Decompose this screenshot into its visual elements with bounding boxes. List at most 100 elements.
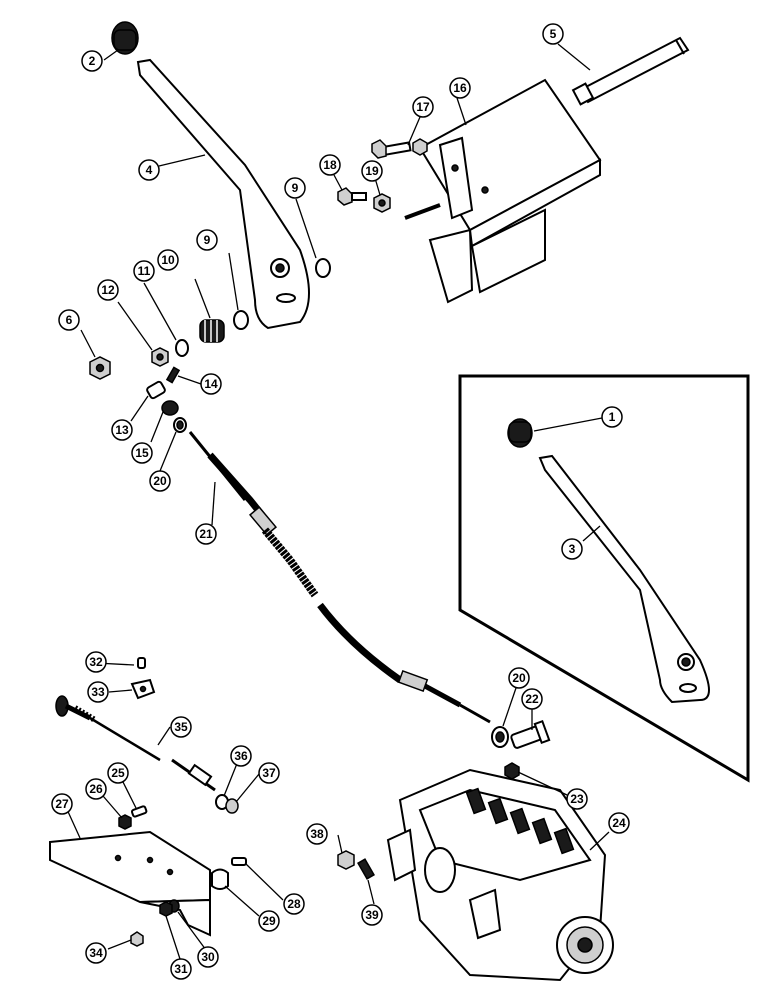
callout-label: 22 (525, 692, 539, 706)
nut-part-19a (412, 138, 428, 156)
callout-37: 37 (258, 762, 280, 784)
callout-38: 38 (306, 823, 328, 845)
callout-label: 34 (89, 946, 103, 960)
callout-16: 16 (449, 77, 471, 99)
nut-part-34 (130, 931, 144, 947)
clip-part-33 (130, 678, 156, 700)
washer-part-9a (315, 258, 331, 278)
spring-part-10 (199, 319, 225, 343)
nut-part-38 (337, 850, 355, 870)
callout-17: 17 (412, 96, 434, 118)
callout-label: 6 (66, 313, 73, 327)
callout-29: 29 (258, 910, 280, 932)
callout-label: 39 (365, 908, 379, 922)
rod-part-5 (571, 36, 690, 106)
callout-34: 34 (85, 942, 107, 964)
callout-36: 36 (230, 745, 252, 767)
knob-part-2 (111, 21, 139, 55)
callout-label: 9 (292, 181, 299, 195)
callout-label: 18 (323, 158, 337, 172)
callout-1: 1 (601, 406, 623, 428)
washer-part-37 (215, 794, 239, 814)
callout-9a: 9 (284, 177, 306, 199)
callout-label: 1 (609, 410, 616, 424)
callout-label: 13 (115, 423, 129, 437)
nut-part-15 (161, 400, 179, 416)
callout-24: 24 (608, 812, 630, 834)
callout-22: 22 (521, 688, 543, 710)
callout-label: 38 (310, 827, 324, 841)
callout-label: 30 (201, 950, 215, 964)
callout-10: 10 (157, 249, 179, 271)
callout-9b: 9 (196, 229, 218, 251)
callout-label: 14 (204, 377, 218, 391)
control-cable-part-21 (188, 431, 491, 724)
callout-26: 26 (85, 778, 107, 800)
nut-part-20a (173, 417, 187, 433)
callout-label: 9 (204, 233, 211, 247)
callout-label: 35 (174, 720, 188, 734)
callout-18: 18 (319, 154, 341, 176)
hand-lever-part-3 (538, 454, 710, 704)
callout-23: 23 (566, 788, 588, 810)
nut-part-31 (159, 901, 173, 917)
callout-label: 24 (612, 816, 626, 830)
bolt-part-17 (371, 139, 412, 159)
callout-label: 17 (416, 100, 430, 114)
inset-box (458, 374, 750, 783)
washer-part-11 (175, 339, 189, 357)
callout-label: 33 (91, 685, 105, 699)
callout-label: 37 (262, 766, 276, 780)
callout-label: 19 (365, 164, 379, 178)
callout-label: 4 (146, 163, 153, 177)
washer-part-9b (233, 310, 249, 330)
swivel-part-13 (146, 380, 166, 400)
callout-label: 2 (89, 54, 96, 68)
bolt-part-25 (130, 805, 148, 818)
callout-15: 15 (131, 442, 153, 464)
tee-fitting-part-22 (510, 719, 551, 749)
callout-label: 15 (135, 446, 149, 460)
callout-28: 28 (283, 893, 305, 915)
callout-3: 3 (561, 538, 583, 560)
callout-label: 36 (234, 749, 248, 763)
mounting-bracket-part-27 (49, 830, 211, 937)
callout-label: 16 (453, 81, 467, 95)
callout-label: 20 (512, 671, 526, 685)
callout-35: 35 (170, 716, 192, 738)
callout-label: 3 (569, 542, 576, 556)
callout-25: 25 (107, 762, 129, 784)
callout-5: 5 (542, 23, 564, 45)
knob-part-1 (507, 418, 533, 448)
nut-part-23 (504, 762, 520, 780)
callout-label: 5 (550, 27, 557, 41)
callout-12: 12 (97, 279, 119, 301)
injection-pump-part-24 (386, 768, 614, 982)
callout-label: 11 (138, 264, 151, 278)
callout-label: 26 (89, 782, 103, 796)
callout-27: 27 (51, 793, 73, 815)
callout-label: 23 (570, 792, 584, 806)
bracket-part-16 (404, 78, 602, 304)
callout-label: 20 (153, 474, 167, 488)
callout-32: 32 (85, 651, 107, 673)
callout-20a: 20 (149, 470, 171, 492)
link-part-36 (171, 758, 216, 792)
callout-11: 11 (133, 260, 155, 282)
bolt-part-18 (337, 187, 367, 206)
callout-label: 25 (111, 766, 125, 780)
callout-20b: 20 (508, 667, 530, 689)
callout-label: 10 (161, 253, 175, 267)
callout-label: 27 (55, 797, 69, 811)
callout-label: 32 (89, 655, 103, 669)
screw-part-28 (231, 857, 247, 866)
callout-33: 33 (87, 681, 109, 703)
nut-part-6 (89, 356, 111, 380)
callout-14: 14 (200, 373, 222, 395)
callout-19: 19 (361, 160, 383, 182)
callout-2: 2 (81, 50, 103, 72)
clip-part-29 (211, 868, 229, 890)
callout-13: 13 (111, 419, 133, 441)
nut-part-20b (491, 726, 509, 748)
